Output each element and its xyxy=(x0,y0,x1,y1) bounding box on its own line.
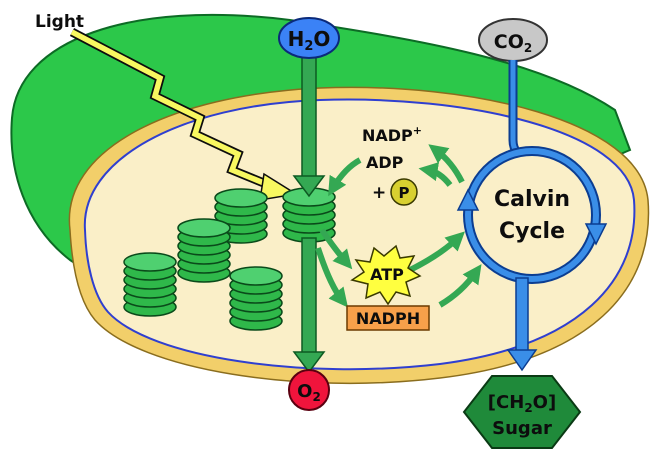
arrow-adp-to-stack xyxy=(328,157,362,197)
thylakoid-disc xyxy=(177,218,231,238)
atp-starburst xyxy=(350,244,422,306)
sugar-arrow-shaft xyxy=(515,277,529,355)
oxygen-arrow-shaft xyxy=(301,237,317,357)
plus-label: + xyxy=(372,183,386,203)
calvin-cycle-ring xyxy=(465,148,599,282)
arrow-to-atp xyxy=(319,228,353,270)
sugar-hexagon xyxy=(462,375,582,449)
arrow-calvin-to-nadp xyxy=(428,144,465,184)
o2-circle xyxy=(288,369,330,411)
h2o-label: H2O xyxy=(288,27,331,54)
light-label: Light xyxy=(35,12,84,32)
arrow-atp-to-calvin xyxy=(408,231,465,273)
granum-stack xyxy=(123,252,177,317)
nadph-label: NADPH xyxy=(356,309,420,328)
phosphate-circle xyxy=(390,178,418,206)
water-arrow-head xyxy=(292,175,326,198)
nadph-box xyxy=(346,305,430,331)
nadp-label: NADP+ xyxy=(362,124,422,145)
arrow-to-nadph xyxy=(315,247,348,308)
granum-stack xyxy=(229,266,283,331)
co2-label: CO2 xyxy=(494,31,532,55)
granum-stack xyxy=(177,218,231,283)
calvin-label-line2: Cycle xyxy=(499,219,565,244)
arrow-calvin-to-adp xyxy=(418,162,453,187)
calvin-arrowhead-right xyxy=(584,223,608,246)
h2o-ellipse xyxy=(278,17,340,59)
calvin-label-line1: Calvin xyxy=(494,187,570,212)
sugar-label-line2: Sugar xyxy=(492,418,552,439)
thylakoid-stacks xyxy=(123,187,336,331)
water-arrow-shaft xyxy=(301,51,317,183)
adp-label: ADP xyxy=(366,153,404,172)
granum-stack xyxy=(214,188,268,244)
o2-label: O2 xyxy=(297,381,321,404)
arrow-nadph-to-calvin xyxy=(438,264,482,308)
atp-label: ATP xyxy=(370,265,404,284)
thylakoid-disc xyxy=(229,266,283,286)
thylakoid-disc xyxy=(123,252,177,272)
calvin-arrowhead-left xyxy=(456,188,480,211)
oxygen-arrow-head xyxy=(292,351,326,374)
phosphate-label: P xyxy=(399,184,410,202)
thylakoid-disc xyxy=(214,188,268,208)
sugar-arrow-head xyxy=(506,349,538,372)
sugar-label-line1: [CH2O] xyxy=(488,392,556,415)
